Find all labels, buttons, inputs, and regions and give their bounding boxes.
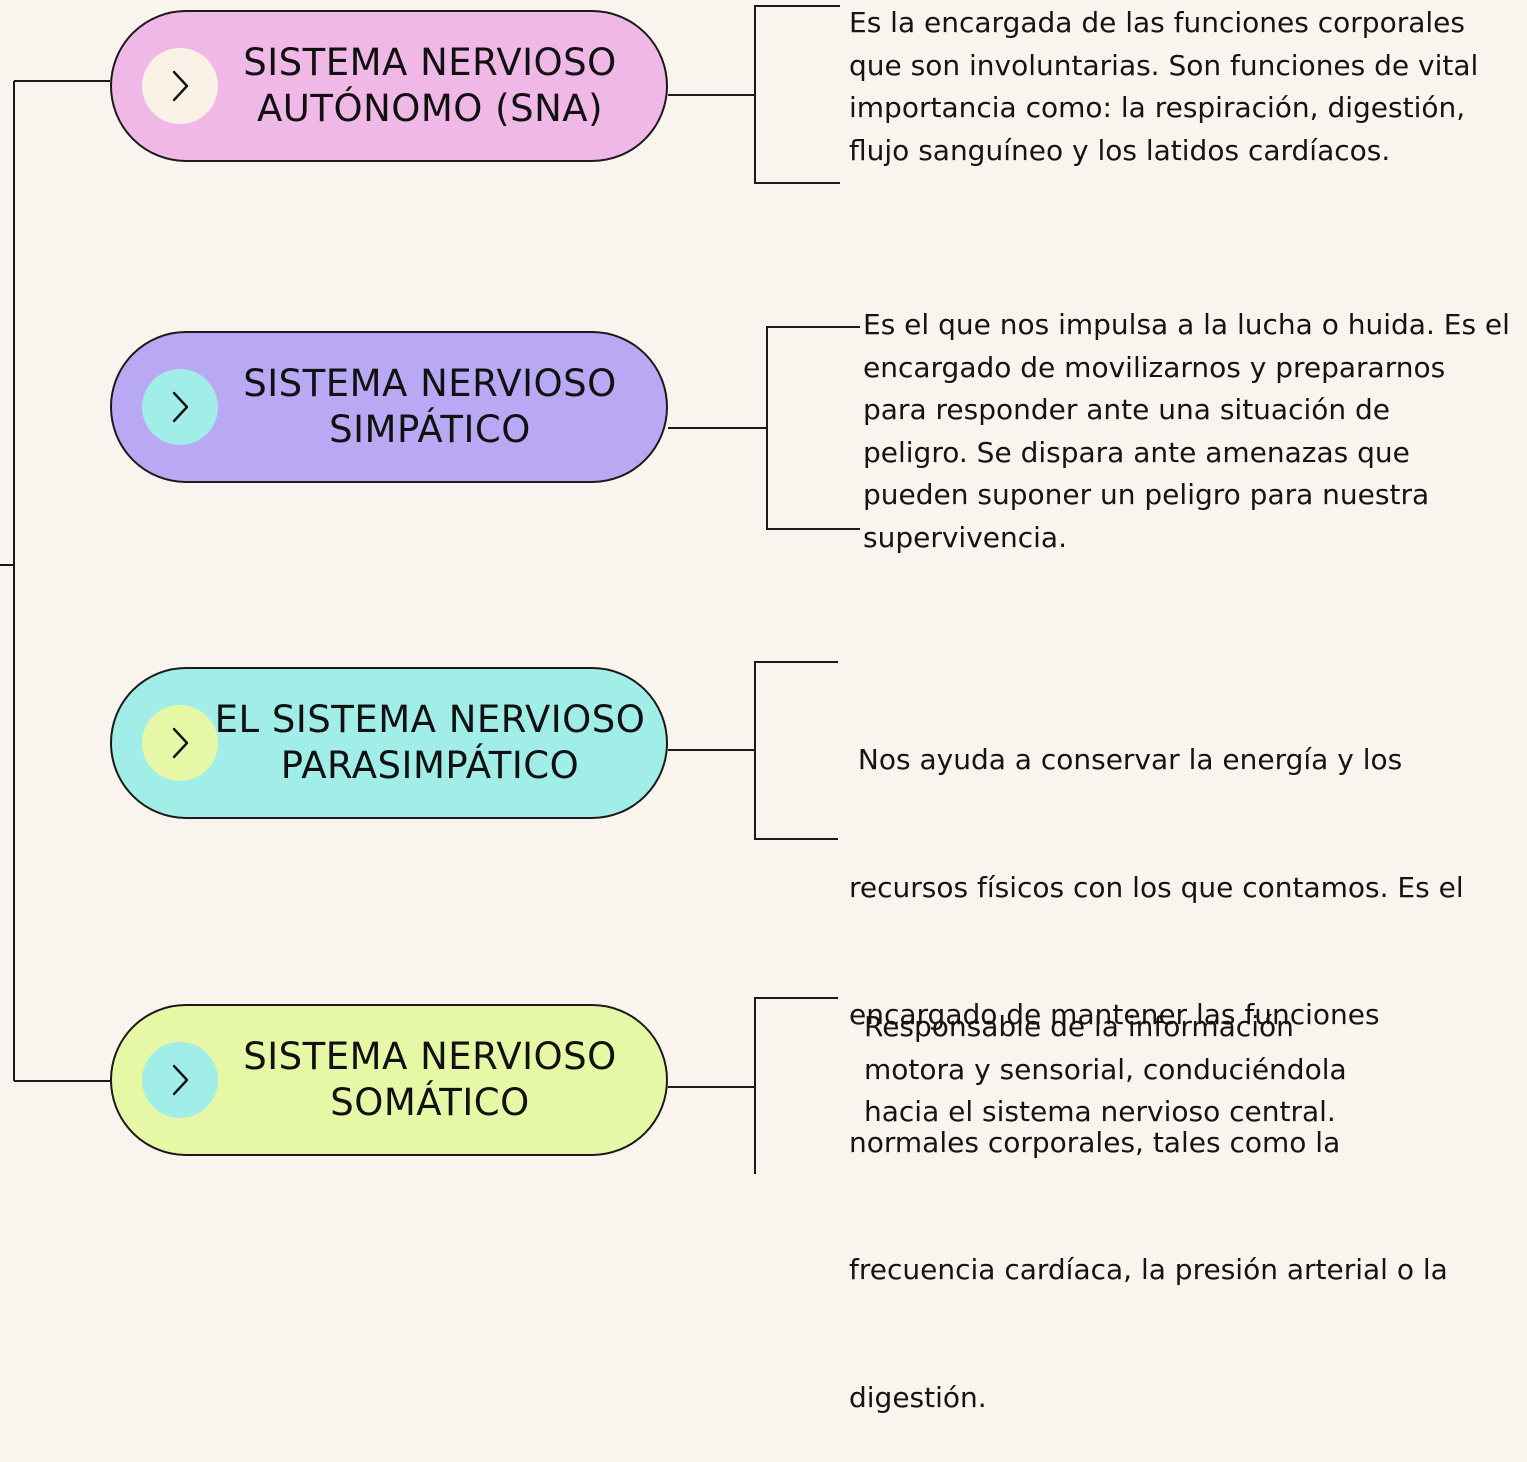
node-title-line: SIMPÁTICO bbox=[329, 408, 531, 451]
node-description: Responsable de la información motora y s… bbox=[864, 1006, 1347, 1134]
node-title-line: SISTEMA NERVIOSO bbox=[243, 362, 617, 405]
node-title: SISTEMA NERVIOSO SIMPÁTICO bbox=[212, 333, 648, 481]
description-line: peligro. Se dispara ante amenazas que bbox=[863, 435, 1410, 469]
description-line: pueden suponer un peligro para nuestra bbox=[863, 478, 1430, 511]
node-sistema-nervioso-autonomo: SISTEMA NERVIOSO AUTÓNOMO (SNA) bbox=[110, 10, 668, 162]
description-line: motora y sensorial, conduciéndola bbox=[864, 1052, 1347, 1086]
description-line: hacia el sistema nervioso central. bbox=[864, 1095, 1336, 1128]
description-line: supervivencia. bbox=[863, 520, 1067, 554]
node-title-line: SISTEMA NERVIOSO bbox=[243, 1035, 617, 1078]
node-description: Es el que nos impulsa a la lucha o huida… bbox=[863, 304, 1510, 559]
node-sistema-nervioso-somatico: SISTEMA NERVIOSO SOMÁTICO bbox=[110, 1004, 668, 1156]
node-title-line: EL SISTEMA NERVIOSO bbox=[214, 698, 646, 741]
node-sistema-nervioso-parasimpatico: EL SISTEMA NERVIOSO PARASIMPÁTICO bbox=[110, 667, 668, 819]
chevron-right-icon bbox=[172, 727, 189, 759]
chevron-circle bbox=[142, 705, 218, 781]
description-line: Responsable de la información bbox=[864, 1010, 1294, 1043]
description-line: que son involuntarias. Son funciones de … bbox=[849, 48, 1479, 82]
description-line: Es el que nos impulsa a la lucha o huida… bbox=[863, 308, 1510, 341]
chevron-circle bbox=[142, 1042, 218, 1118]
description-line: flujo sanguíneo y los latidos cardíacos. bbox=[849, 133, 1391, 167]
node-title-line: SISTEMA NERVIOSO bbox=[243, 41, 617, 84]
chevron-circle bbox=[142, 369, 218, 445]
description-line: Nos ayuda a conservar la energía y los bbox=[849, 743, 1403, 776]
node-sistema-nervioso-simpatico: SISTEMA NERVIOSO SIMPÁTICO bbox=[110, 331, 668, 483]
description-line: recursos físicos con los que contamos. E… bbox=[849, 870, 1464, 904]
description-line: digestión. bbox=[849, 1380, 987, 1414]
description-line: encargado de mantener las funciones bbox=[849, 998, 1380, 1031]
node-title-line: PARASIMPÁTICO bbox=[280, 744, 580, 787]
node-title-line: AUTÓNOMO (SNA) bbox=[256, 87, 604, 130]
chevron-right-icon bbox=[172, 1064, 189, 1096]
description-line: para responder ante una situación de bbox=[863, 393, 1391, 426]
node-title-line: SOMÁTICO bbox=[330, 1081, 530, 1124]
description-line: encargado de movilizarnos y prepararnos bbox=[863, 350, 1446, 384]
node-title: EL SISTEMA NERVIOSO PARASIMPÁTICO bbox=[212, 669, 648, 817]
description-line: frecuencia cardíaca, la presión arterial… bbox=[849, 1253, 1448, 1286]
node-description: Es la encargada de las funciones corpora… bbox=[849, 2, 1478, 172]
chevron-circle bbox=[142, 48, 218, 124]
node-title: SISTEMA NERVIOSO AUTÓNOMO (SNA) bbox=[212, 12, 648, 160]
description-line: importancia como: la respiración, digest… bbox=[849, 91, 1466, 124]
description-line: normales corporales, tales como la bbox=[849, 1125, 1341, 1159]
chevron-right-icon bbox=[172, 70, 189, 102]
description-line: Es la encargada de las funciones corpora… bbox=[849, 6, 1465, 39]
node-title: SISTEMA NERVIOSO SOMÁTICO bbox=[212, 1006, 648, 1154]
chevron-right-icon bbox=[172, 391, 189, 423]
